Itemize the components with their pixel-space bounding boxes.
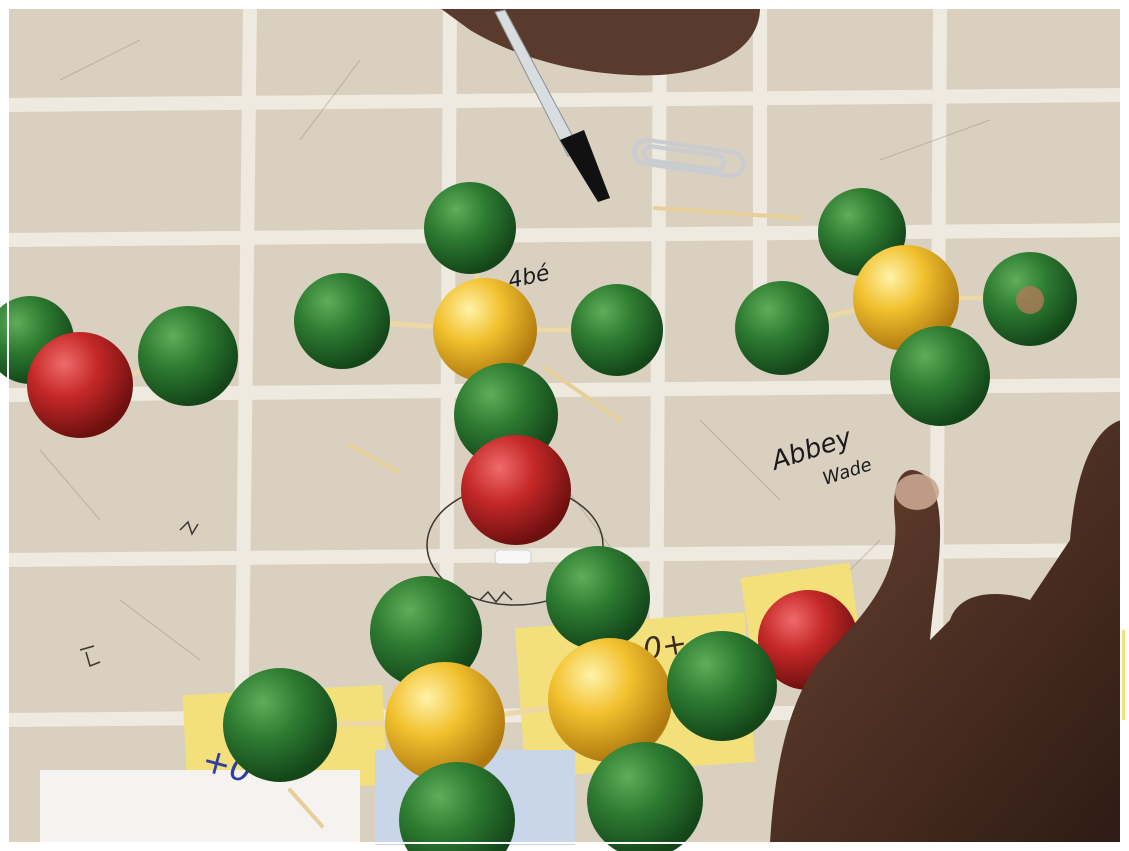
- green-ball: [587, 742, 703, 851]
- yellow-ball: [433, 278, 537, 382]
- green-ball: [294, 273, 390, 369]
- paperclip-icon: [632, 138, 746, 178]
- yellow-ball: [853, 245, 959, 351]
- green-ball: [399, 762, 515, 851]
- yellow-ball: [385, 662, 505, 782]
- scratches: [39, 39, 991, 661]
- green-ball: [571, 284, 663, 376]
- pen-icon: [494, 9, 610, 202]
- loose-toothpicks: [288, 206, 802, 828]
- eraser-piece: [494, 549, 532, 565]
- red-ball: [27, 332, 133, 438]
- molecule-left: [0, 296, 238, 438]
- green-ball: [424, 182, 516, 274]
- green-ball: [735, 281, 829, 375]
- paper-sheet: [40, 770, 360, 843]
- green-ball: [667, 631, 777, 741]
- right-hand: [770, 420, 1121, 843]
- green-ball: [546, 546, 650, 650]
- molecule-center: [294, 182, 663, 545]
- green-ball: [138, 306, 238, 406]
- green-ball: [370, 576, 482, 688]
- red-ball: [461, 435, 571, 545]
- top-hand: [440, 8, 760, 76]
- green-ball: [890, 326, 990, 426]
- molecule-bottom: [223, 546, 858, 851]
- yellow-ball: [548, 638, 672, 762]
- molecule-right: [735, 188, 1077, 426]
- green-ball: [223, 668, 337, 782]
